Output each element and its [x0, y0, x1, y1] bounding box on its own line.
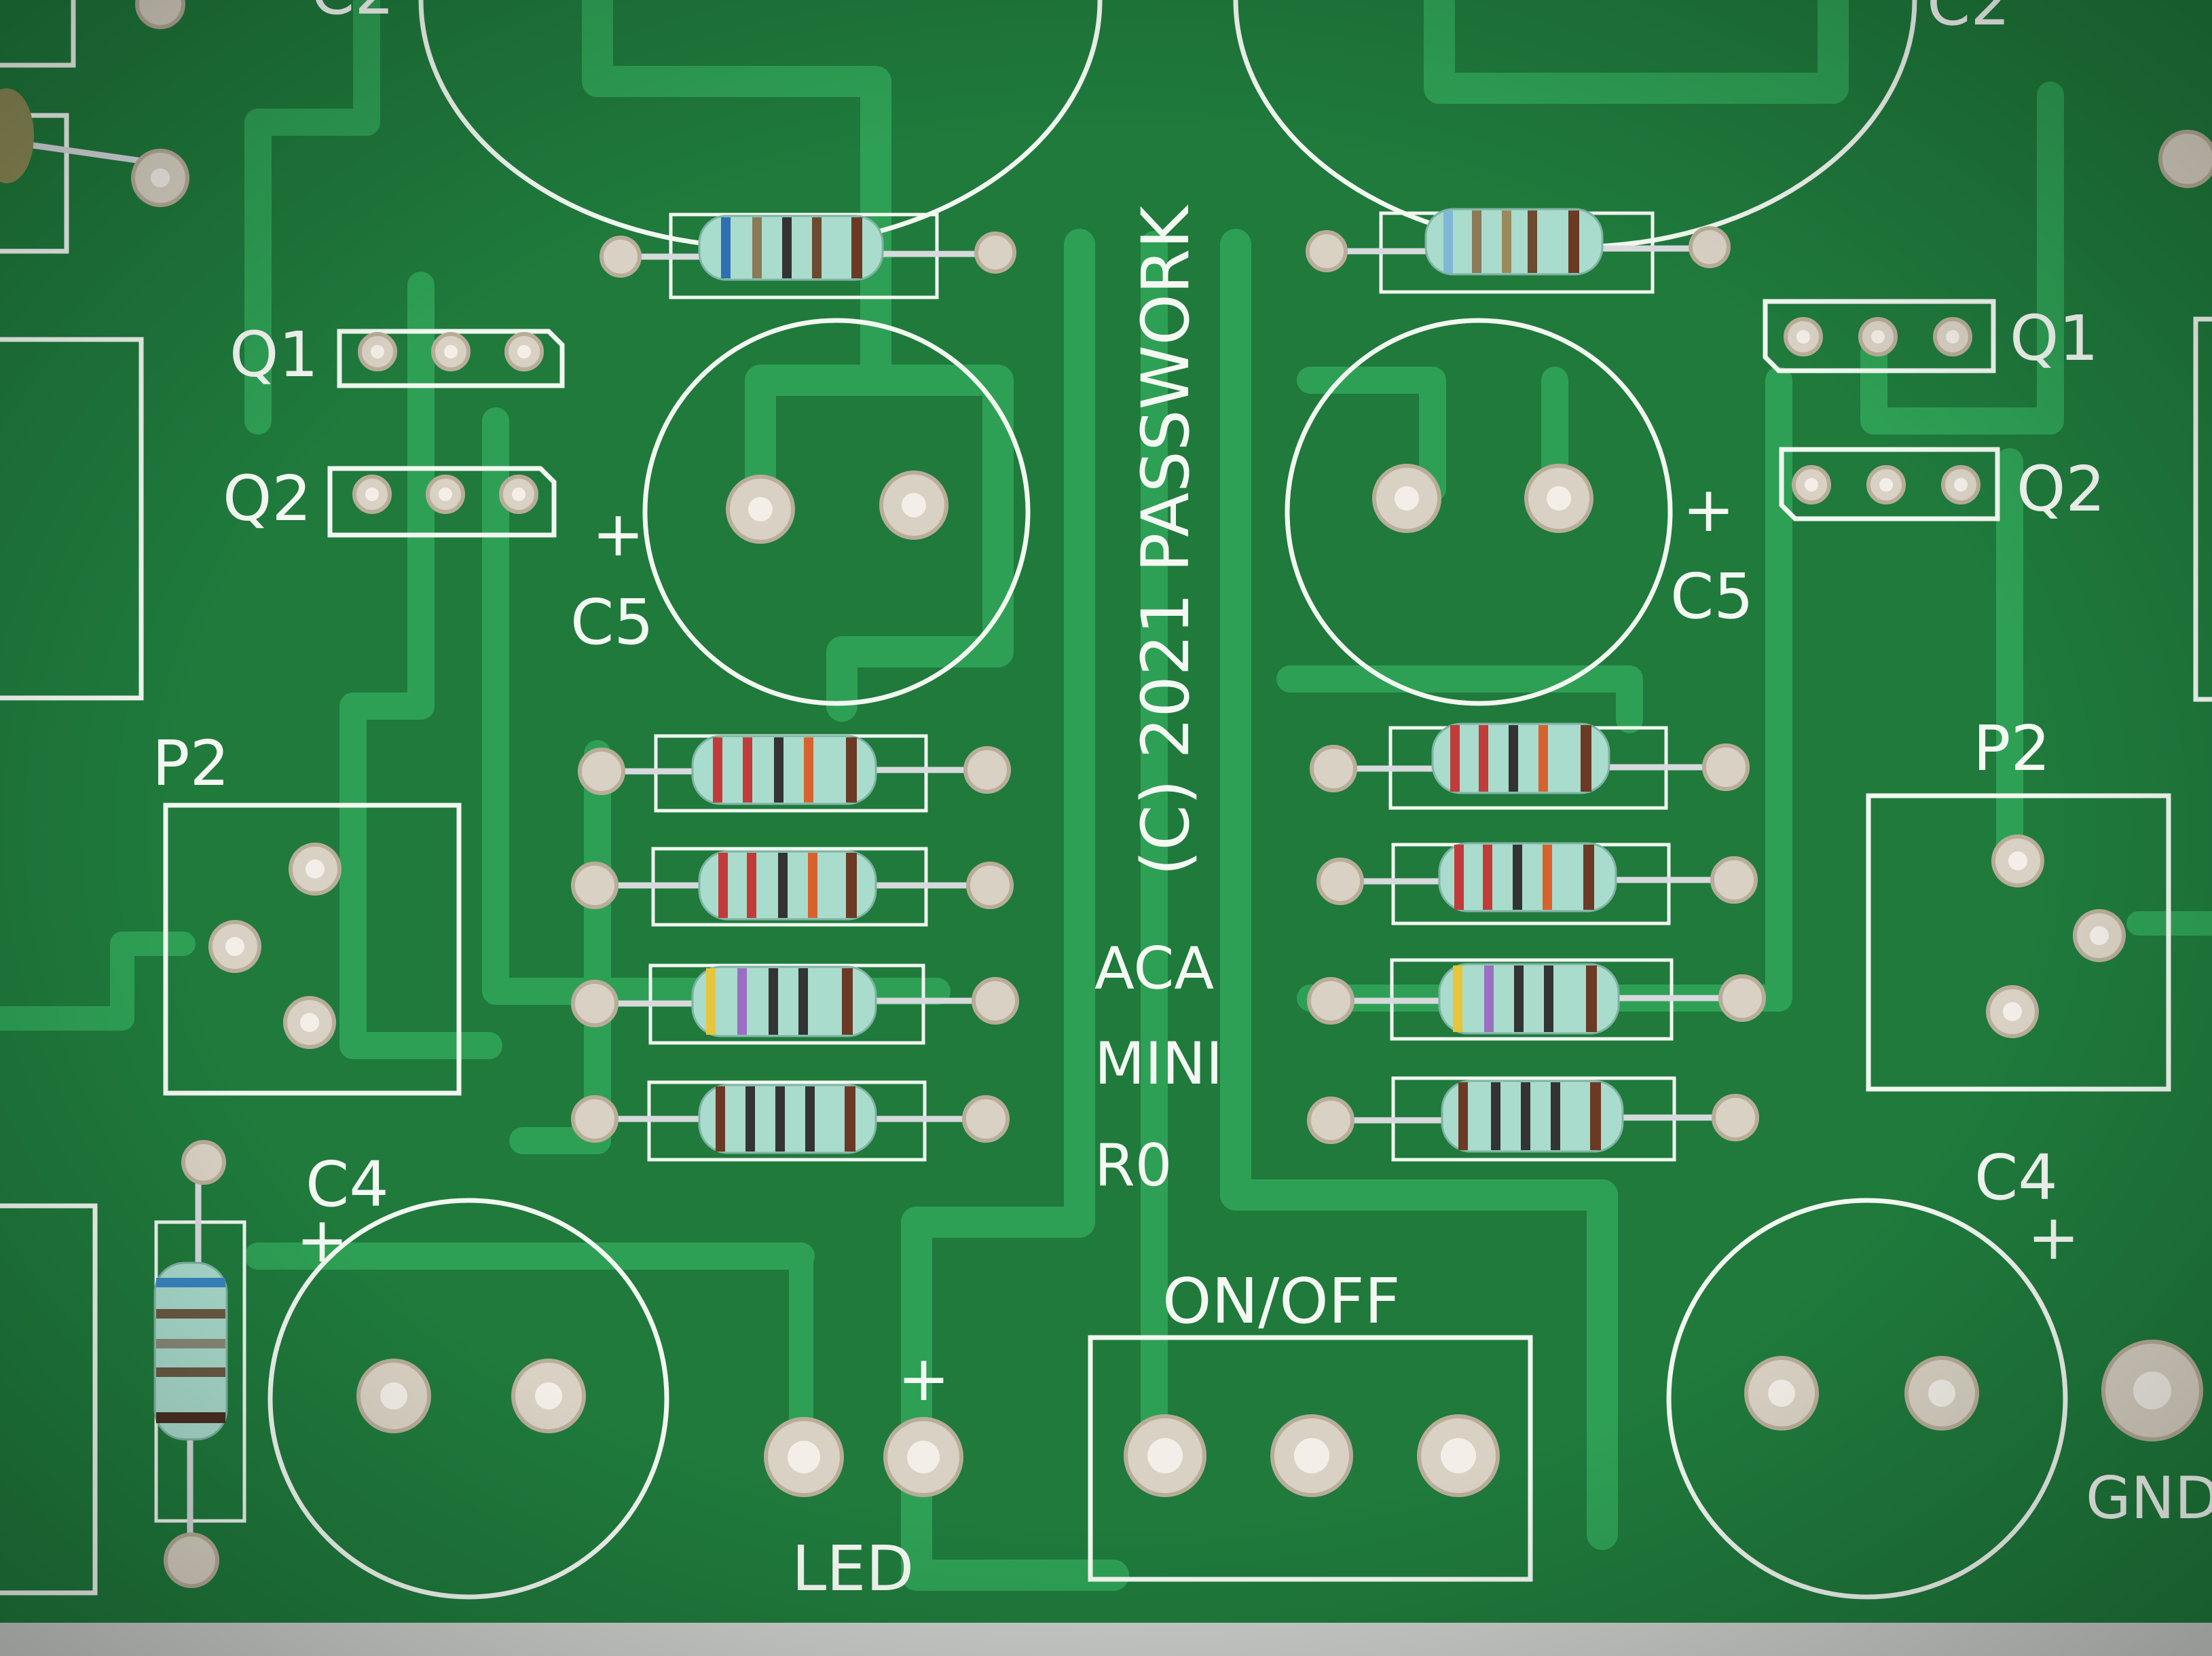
- label-c5-left: C5: [570, 586, 654, 659]
- label-c2-left: C2: [311, 0, 394, 29]
- label-gnd: GND: [2086, 1465, 2212, 1532]
- label-model-line3: R0: [1094, 1132, 1172, 1200]
- label-copyright: (C) 2021 PASSWORK: [1128, 204, 1204, 876]
- label-on-off: ON/OFF: [1162, 1265, 1400, 1338]
- label-c2-right: C2: [1927, 0, 2010, 39]
- top-right-pad: [2158, 130, 2212, 188]
- label-q2-left: Q2: [223, 462, 312, 535]
- label-plus-led: +: [898, 1342, 950, 1415]
- label-c5-right: C5: [1670, 560, 1754, 633]
- label-led: LED: [792, 1532, 914, 1605]
- label-q2-right: Q2: [2016, 453, 2105, 526]
- label-model-line1: ACA: [1094, 935, 1214, 1003]
- label-plus-c5-right: +: [1682, 473, 1735, 546]
- switch-pads: [1124, 1414, 1500, 1497]
- label-q1-right: Q1: [2010, 302, 2099, 375]
- label-plus-c5-left: +: [592, 498, 644, 570]
- label-p2-left: P2: [152, 727, 229, 800]
- bench-surface: [0, 1623, 2212, 1656]
- label-plus-c4-left: +: [296, 1204, 348, 1276]
- label-q1-left: Q1: [229, 318, 318, 391]
- gnd-pad-hole: [2133, 1372, 2171, 1410]
- label-model-line2: MINI: [1094, 1030, 1223, 1098]
- label-p2-right: P2: [1973, 712, 2050, 785]
- label-plus-c4-right: +: [2027, 1201, 2080, 1274]
